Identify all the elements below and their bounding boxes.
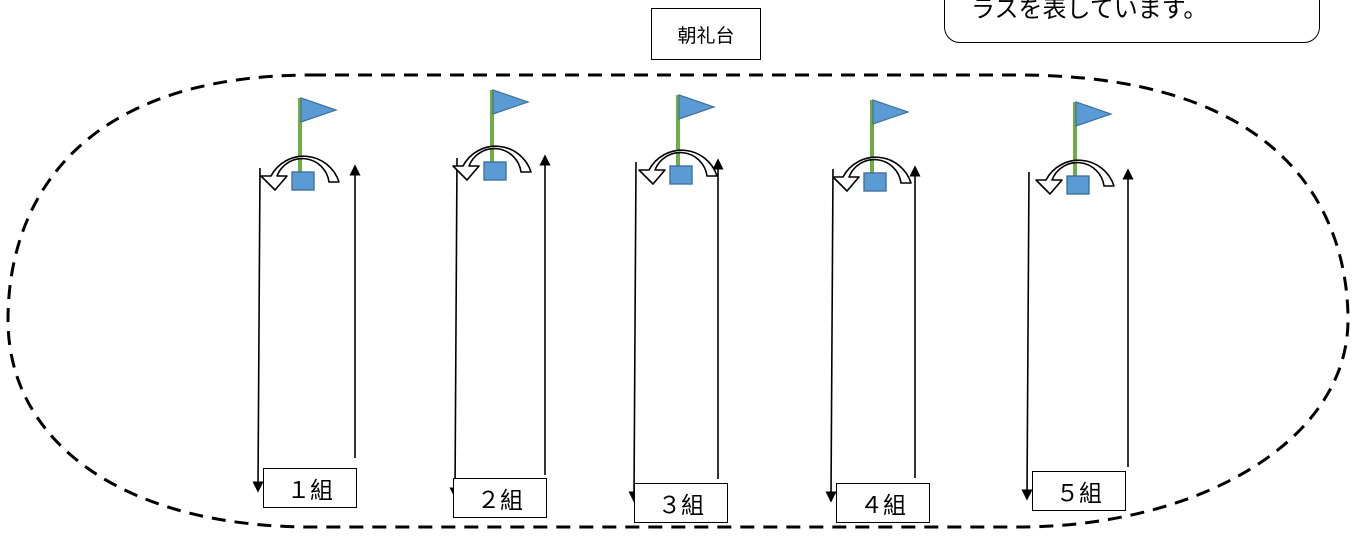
- flag-icon: [1075, 101, 1113, 127]
- turn-arrow-icon: [260, 155, 340, 191]
- lane-down-line: [825, 168, 837, 503]
- lane-down-line: [449, 157, 461, 499]
- marker-cone: [291, 171, 315, 191]
- turn-arrow-icon: [832, 156, 912, 192]
- lane-5: [1021, 101, 1134, 501]
- legend-callout: ラスを表しています。: [944, 0, 1320, 43]
- turn-arrow-icon: [638, 149, 718, 185]
- marker-cone: [863, 172, 887, 192]
- lane-4: [825, 99, 921, 503]
- class-label-5: ５組: [1032, 471, 1126, 511]
- lane-down-line: [628, 161, 640, 503]
- flag-icon: [492, 89, 530, 115]
- track-oval: [6, 73, 1350, 529]
- lane-down-line: [1021, 171, 1033, 501]
- turn-arrow-icon: [1035, 159, 1115, 195]
- flag-icon: [678, 94, 716, 120]
- marker-cone: [483, 161, 507, 181]
- marker-cone: [1066, 175, 1090, 195]
- class-label-1: １組: [263, 468, 357, 508]
- lane-2: [449, 89, 551, 499]
- lane-3: [628, 94, 724, 503]
- marker-cone: [669, 165, 693, 185]
- class-label-2: ２組: [453, 478, 547, 518]
- class-label-4: ４組: [836, 483, 930, 523]
- flag-icon: [300, 97, 338, 123]
- turn-arrow-icon: [452, 145, 532, 181]
- lane-1: [252, 97, 361, 493]
- callout-text: ラスを表しています。: [971, 0, 1208, 23]
- lane-down-line: [252, 167, 264, 493]
- flag-icon: [872, 99, 910, 125]
- podium-label: 朝礼台: [651, 8, 761, 60]
- class-label-3: ３組: [634, 483, 728, 523]
